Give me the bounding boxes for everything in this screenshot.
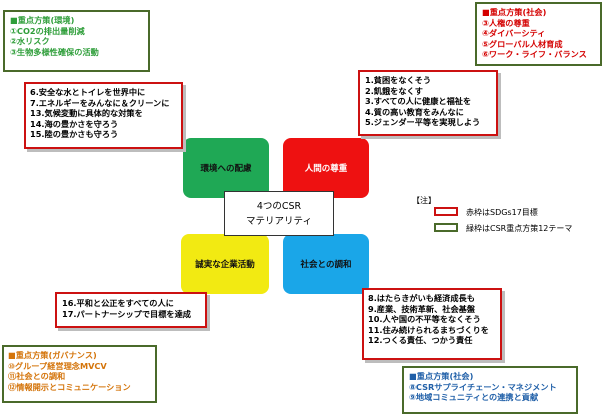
sdgs-human-item: 1.貧困をなくそう — [365, 75, 432, 85]
policy-society-bottom-title: ■重点方策(社会) — [409, 371, 474, 381]
policy-environment-title: ■重点方策(環境) — [10, 15, 75, 25]
quadrant-human-rights-label: 人間の尊重 — [304, 164, 348, 174]
policy-environment-box: ■重点方策(環境) ①CO2の排出量削減 ②水リスク ③生物多様性確保の活動 — [3, 10, 150, 72]
sdgs-society-item: 9.産業、技術革新、社会基盤 — [368, 303, 476, 314]
legend-green-label: 緑枠はCSR重点方策12テーマ — [466, 224, 573, 233]
sdgs-environment-item: 6.安全な水とトイレを世界中に — [30, 87, 146, 97]
policy-governance-item: ⑪社会との調和 — [8, 371, 66, 382]
policy-society-top-box: ■重点方策(社会) ③人権の尊重 ④ダイバーシティ ⑤グローバル人材育成 ⑥ワー… — [475, 2, 602, 66]
policy-society-bottom-item: ⑨地域コミュニティとの連携と貢献 — [409, 392, 539, 403]
quadrant-business-label: 誠実な企業活動 — [195, 260, 255, 270]
policy-society-top-item: ④ダイバーシティ — [482, 28, 546, 39]
sdgs-business-box: 16.平和と公正をすべての人に 17.パートナーシップで目標を達成 — [55, 292, 207, 328]
sdgs-human-box: 1.貧困をなくそう 2.飢餓をなくす 3.すべての人に健康と福祉を 4.質の高い… — [358, 70, 498, 136]
sdgs-society-box: 8.はたらきがいも経済成長も 9.産業、技術革新、社会基盤 10.人や国の不平等… — [362, 288, 502, 360]
policy-society-bottom-box: ■重点方策(社会) ⑧CSRサプライチェーン・マネジメント ⑨地域コミュニティと… — [402, 366, 578, 414]
sdgs-society-item: 8.はたらきがいも経済成長も — [368, 293, 475, 303]
sdgs-society-item: 12.つくる責任、つかう責任 — [368, 335, 473, 346]
quadrant-human-rights: 人間の尊重 — [283, 138, 369, 198]
policy-governance-item: ⑫情報開示とコミュニケーション — [8, 381, 131, 392]
policy-environment-item: ③生物多様性確保の活動 — [10, 46, 99, 57]
quadrant-society-label: 社会との調和 — [300, 260, 352, 270]
sdgs-business-item: 16.平和と公正をすべての人に — [62, 298, 174, 308]
sdgs-environment-item: 13.気候変動に具体的な対策を — [30, 108, 143, 119]
sdgs-environment-item: 14.海の豊かさを守ろう — [30, 118, 119, 129]
policy-society-top-item: ⑤グローバル人材育成 — [482, 38, 563, 49]
center-csr-materiality: 4つのCSR マテリアリティ — [224, 191, 334, 236]
policy-society-top-item: ③人権の尊重 — [482, 17, 530, 28]
sdgs-business-item: 17.パートナーシップで目標を達成 — [62, 308, 191, 319]
sdgs-environment-item: 7.エネルギーをみんなに＆クリーンに — [30, 97, 170, 108]
policy-society-top-item: ⑥ワーク・ライフ・バランス — [482, 49, 587, 60]
policy-governance-title: ■重点方策(ガバナンス) — [8, 350, 97, 360]
sdgs-environment-item: 15.陸の豊かさも守ろう — [30, 129, 119, 140]
sdgs-human-item: 4.質の高い教育をみんなに — [365, 106, 464, 117]
quadrant-environment: 環境への配慮 — [183, 138, 269, 198]
legend-red-swatch — [434, 207, 458, 216]
center-line-2: マテリアリティ — [246, 216, 312, 227]
policy-environment-item: ①CO2の排出量削減 — [10, 25, 85, 36]
sdgs-human-item: 3.すべての人に健康と福祉を — [365, 96, 472, 107]
sdgs-human-item: 2.飢餓をなくす — [365, 85, 423, 96]
quadrant-society: 社会との調和 — [283, 234, 369, 294]
legend-green-swatch — [434, 223, 458, 232]
quadrant-business: 誠実な企業活動 — [181, 234, 269, 294]
policy-society-bottom-item: ⑧CSRサプライチェーン・マネジメント — [409, 381, 557, 392]
legend-red-label: 赤枠はSDGs17目標 — [466, 208, 538, 217]
policy-governance-item: ⑩グループ経営理念MVCV — [8, 360, 107, 371]
policy-environment-item: ②水リスク — [10, 36, 50, 47]
center-line-1: 4つのCSR — [256, 201, 302, 212]
sdgs-society-item: 11.住み続けられるまちづくりを — [368, 324, 489, 335]
sdgs-environment-box: 6.安全な水とトイレを世界中に 7.エネルギーをみんなに＆クリーンに 13.気候… — [24, 82, 183, 149]
policy-governance-box: ■重点方策(ガバナンス) ⑩グループ経営理念MVCV ⑪社会との調和 ⑫情報開示… — [2, 345, 157, 403]
legend-note: 【注】 — [412, 196, 436, 205]
sdgs-society-item: 10.人や国の不平等をなくそう — [368, 314, 481, 325]
quadrant-environment-label: 環境への配慮 — [200, 164, 252, 174]
sdgs-human-item: 5.ジェンダー平等を実現しよう — [365, 117, 481, 128]
policy-society-top-title: ■重点方策(社会) — [482, 7, 547, 17]
